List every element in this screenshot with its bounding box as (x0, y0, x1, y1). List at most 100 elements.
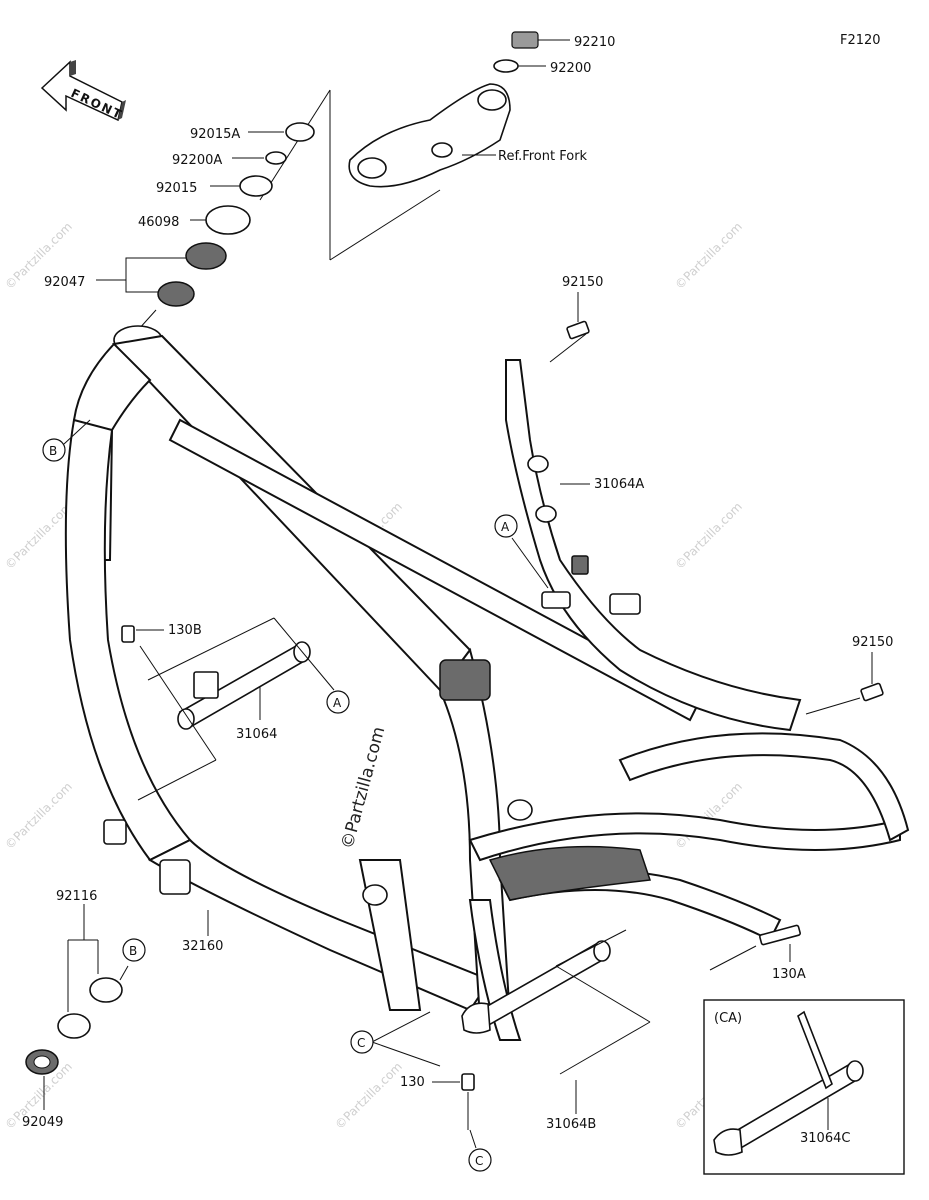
stem-nut-92210 (511, 31, 539, 49)
crosstube-31064C-end (846, 1060, 864, 1082)
ca-inset: (CA) (703, 999, 905, 1175)
leader-line (96, 257, 186, 293)
label-92200A: 92200A (172, 153, 222, 168)
label-31064: 31064 (236, 727, 277, 742)
callout-A2-text: A (501, 520, 510, 534)
bracket-hole (357, 157, 387, 179)
upper-bracket (348, 83, 511, 188)
label-46098: 46098 (138, 215, 179, 230)
label-32160: 32160 (182, 939, 223, 954)
leader-line (273, 617, 335, 691)
leader-line (549, 333, 587, 363)
ca-label: (CA) (714, 1011, 742, 1026)
label-ref-front-fork: Ref.Front Fork (498, 149, 588, 164)
leader-line (805, 697, 861, 715)
crosstube-31064C-arm (797, 1010, 833, 1090)
seal-46098 (205, 205, 251, 235)
subframe-31064A (505, 333, 861, 732)
watermark-center: ©Partzilla.com (338, 725, 390, 852)
leader-line (511, 537, 549, 589)
watermark: ©Partzilla.com (672, 499, 745, 572)
nut-92015A (285, 122, 315, 142)
leader-line (259, 89, 331, 201)
label-130: 130 (400, 1075, 425, 1090)
race-B (89, 977, 123, 1003)
label-92047: 92047 (44, 275, 85, 290)
crosstube-end (177, 708, 195, 730)
label-92015A: 92015A (190, 127, 240, 142)
nut-92015 (239, 175, 273, 197)
label-92150-right: 92150 (852, 635, 893, 650)
label-31064C: 31064C (800, 1131, 850, 1146)
callout-C2-text: C (475, 1154, 483, 1168)
callout-C2: C (468, 1148, 492, 1172)
bolt-130 (461, 1073, 475, 1091)
watermark: ©Partzilla.com (2, 779, 75, 852)
label-130B: 130B (168, 623, 202, 638)
callout-C1-text: C (357, 1036, 365, 1050)
leader-line (63, 419, 91, 445)
crosstube-31064 (121, 617, 335, 801)
callout-A1: A (326, 690, 350, 714)
bracket-hole (477, 89, 507, 111)
bolt-130B (121, 625, 135, 643)
frame-crossmember (168, 418, 702, 722)
subframe-boss (535, 505, 557, 523)
leader-line (137, 759, 217, 801)
callout-B2-text: B (129, 944, 137, 958)
washer-92200 (493, 59, 519, 73)
callout-B1: B (42, 438, 66, 462)
bearing-92116 (57, 1013, 91, 1039)
leader-line (555, 929, 627, 967)
label-92150-top: 92150 (562, 275, 603, 290)
label-31064A: 31064A (594, 477, 644, 492)
subframe-boss (527, 455, 549, 473)
bracket-hole (431, 142, 453, 158)
leader-line (67, 904, 99, 1012)
leader-line (709, 945, 757, 971)
leader-line (147, 617, 275, 681)
crosstube-31064B (371, 929, 651, 1149)
seat-plate (488, 845, 652, 901)
label-92210: 92210 (574, 35, 615, 50)
subframe-tab (609, 593, 641, 615)
label-92116: 92116 (56, 889, 97, 904)
diagram-code: F2120 (840, 33, 881, 48)
crosstube-end (593, 940, 611, 962)
label-130A: 130A (772, 967, 806, 982)
front-arrow-icon: FRONT (40, 60, 126, 122)
callout-B2: B (122, 938, 146, 962)
callout-A1-text: A (333, 696, 342, 710)
label-92200: 92200 (550, 61, 591, 76)
label-92049: 92049 (22, 1115, 63, 1130)
bolt-92150 (566, 320, 590, 340)
watermark: ©Partzilla.com (672, 219, 745, 292)
label-31064B: 31064B (546, 1117, 596, 1132)
mount-bracket (159, 859, 191, 895)
leader-line (469, 1129, 477, 1149)
leader-line (139, 645, 217, 761)
watermark: ©Partzilla.com (332, 1059, 405, 1132)
label-92015: 92015 (156, 181, 197, 196)
callout-C1: C (350, 1030, 374, 1054)
steering-head-parts (96, 31, 570, 331)
seal-92049-inner (33, 1055, 51, 1069)
leader-line (329, 189, 441, 261)
frame-rear-fender-rail (618, 732, 910, 842)
callout-A2: A (494, 514, 518, 538)
bolt-130A (759, 924, 801, 946)
lower-bearing-parts (25, 904, 209, 1110)
gusset-plate (439, 659, 491, 701)
leader-line (555, 965, 651, 1023)
subframe-rail (505, 359, 802, 732)
frame-boss (362, 884, 388, 906)
bearing-92047-lower (157, 281, 195, 307)
subframe-tab (541, 591, 571, 609)
main-frame-32160 (64, 325, 910, 1041)
bearing-92047-upper (185, 242, 227, 270)
leader-line (559, 1021, 651, 1075)
crosstube-31064C-bracket (713, 1128, 743, 1156)
crosstube-plate (193, 671, 219, 699)
mount-bracket (103, 819, 127, 845)
